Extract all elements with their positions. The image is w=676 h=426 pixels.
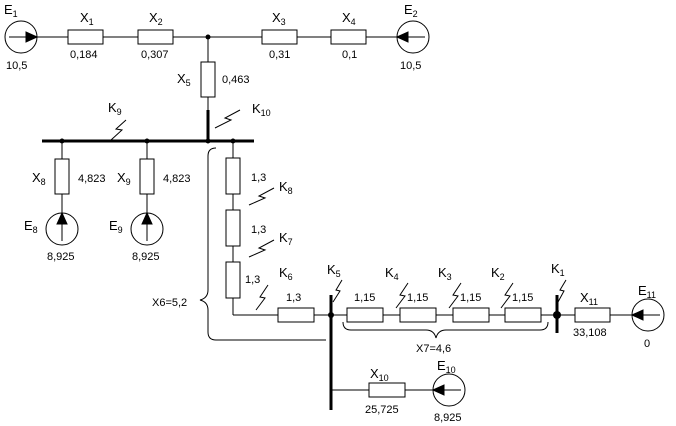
label-k10: K10 <box>252 101 271 118</box>
label-x10: X10 <box>370 366 389 383</box>
fault-bolt-k10 <box>214 109 241 129</box>
fault-bolt-k2 <box>500 282 514 309</box>
label-k9: K9 <box>108 100 122 117</box>
junction-node <box>205 138 211 144</box>
value-x9: 4,823 <box>163 173 191 185</box>
fault-bolt-k5 <box>332 279 343 303</box>
source-e8 <box>45 211 79 246</box>
source-e9 <box>130 211 164 246</box>
label-k7: K7 <box>279 230 293 247</box>
label-e9: E9 <box>109 218 123 235</box>
label-x1: X1 <box>80 10 94 27</box>
fault-bolt-k9 <box>110 119 127 141</box>
value-x3: 0,31 <box>269 49 290 61</box>
label-x9: X9 <box>117 170 131 187</box>
reactance-x6-1 <box>225 157 241 195</box>
total-x6: X6=5,2 <box>152 297 187 309</box>
label-k1: K1 <box>551 261 565 278</box>
value-e1: 10,5 <box>6 60 27 72</box>
reactance-x9 <box>139 158 155 195</box>
reactance-x6-3 <box>225 261 241 299</box>
reactance-x7-1 <box>346 307 384 323</box>
brace-x6 <box>199 147 326 341</box>
value-e10: 8,925 <box>434 412 462 424</box>
fault-bolt-k7 <box>248 239 275 258</box>
label-x11: X11 <box>580 290 598 307</box>
label-x5: X5 <box>177 71 191 88</box>
reactance-x5 <box>200 61 216 98</box>
reactance-x3 <box>261 29 298 45</box>
source-e11 <box>630 298 665 332</box>
value-e11: 0 <box>644 338 650 350</box>
label-x8: X8 <box>32 170 46 187</box>
reactance-x6-2 <box>225 209 241 247</box>
label-e1: E1 <box>4 2 18 19</box>
reactance-x2 <box>137 29 174 45</box>
value-x8: 4,823 <box>78 173 106 185</box>
reactance-x4 <box>330 29 367 45</box>
source-e2 <box>395 20 430 54</box>
label-k2: K2 <box>491 265 505 282</box>
value-x6-3: 1,3 <box>245 274 260 286</box>
fault-bolt-k6 <box>255 284 269 311</box>
value-x7-1: 1,15 <box>354 292 375 304</box>
fault-bolt-k8 <box>248 187 275 206</box>
fault-bolt-k1 <box>557 279 567 303</box>
reactance-x10 <box>368 382 406 398</box>
value-x7-4: 1,15 <box>512 292 533 304</box>
reactance-x7-3 <box>452 307 490 323</box>
label-k3: K3 <box>438 265 452 282</box>
value-x4: 0,1 <box>342 49 357 61</box>
label-k4: K4 <box>385 265 399 282</box>
source-e10 <box>431 373 466 407</box>
reactance-x8 <box>54 158 70 195</box>
value-e2: 10,5 <box>400 60 421 72</box>
label-e2: E2 <box>404 2 418 19</box>
total-x7: X7=4,6 <box>416 343 451 355</box>
value-e9: 8,925 <box>132 251 160 263</box>
label-e10: E10 <box>437 358 456 375</box>
value-x7-3: 1,15 <box>460 292 481 304</box>
value-x5: 0,463 <box>222 74 250 86</box>
label-x2: X2 <box>149 10 163 27</box>
value-x2: 0,307 <box>141 49 169 61</box>
label-e8: E8 <box>24 218 38 235</box>
value-x11: 33,108 <box>573 327 607 339</box>
label-k8: K8 <box>279 179 293 196</box>
label-k6: K6 <box>279 265 293 282</box>
reactance-x1 <box>67 29 104 45</box>
reactance-x7-2 <box>399 307 437 323</box>
value-x1: 0,184 <box>70 49 98 61</box>
value-x10: 25,725 <box>365 404 399 416</box>
value-x7-2: 1,15 <box>407 292 428 304</box>
reactance-x6-4 <box>277 307 315 323</box>
value-e8: 8,925 <box>47 251 75 263</box>
source-e1 <box>4 20 39 54</box>
brace-x7 <box>342 321 549 339</box>
fault-bolt-k4 <box>395 282 409 309</box>
label-x3: X3 <box>272 10 286 27</box>
reactance-x7-4 <box>504 307 542 323</box>
value-x6-1: 1,3 <box>251 172 266 184</box>
fault-bolt-k3 <box>448 282 462 309</box>
value-x6-2: 1,3 <box>251 224 266 236</box>
label-x4: X4 <box>342 10 356 27</box>
reactance-x11 <box>574 307 611 323</box>
label-k5: K5 <box>327 262 341 279</box>
label-e11: E11 <box>638 283 656 300</box>
value-x6-4: 1,3 <box>286 292 301 304</box>
